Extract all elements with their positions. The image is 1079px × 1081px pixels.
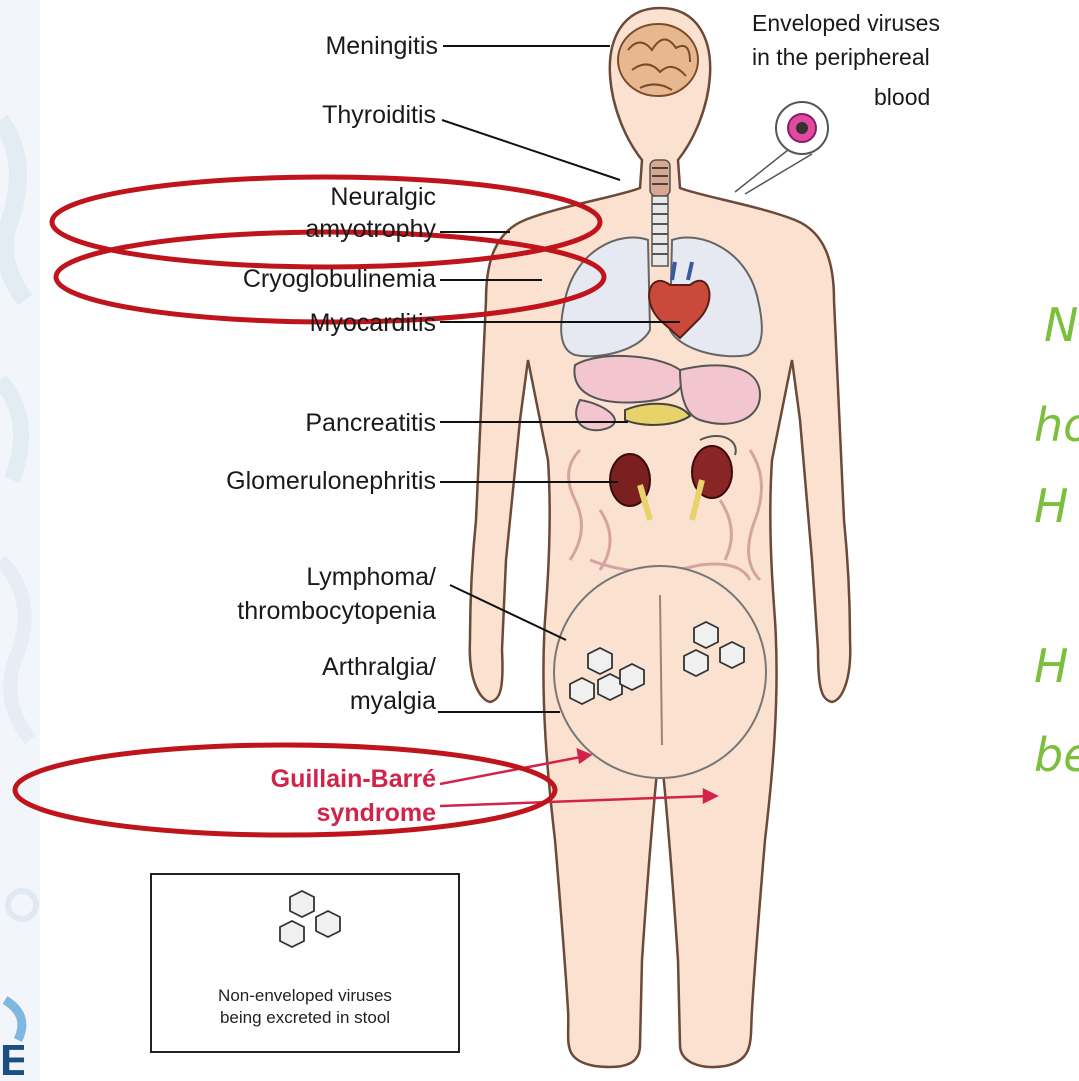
legs-virus-inset bbox=[554, 566, 766, 778]
logo-letter: E bbox=[0, 1040, 24, 1081]
legend-line1: Non-enveloped viruses bbox=[152, 985, 458, 1007]
label-glomerulonephritis: Glomerulonephritis bbox=[226, 466, 436, 496]
label-myocarditis: Myocarditis bbox=[310, 308, 436, 338]
side-text-5: be bbox=[1034, 727, 1079, 783]
label-pancreatitis: Pancreatitis bbox=[305, 408, 436, 438]
side-text-2: ho bbox=[1034, 397, 1079, 453]
label-thyroiditis: Thyroiditis bbox=[322, 100, 436, 130]
label-syndrome: syndrome bbox=[317, 798, 436, 828]
thyroid-organ bbox=[650, 160, 670, 266]
label-guillain-barre: Guillain-Barré bbox=[271, 764, 436, 794]
side-text-3: H bbox=[1034, 478, 1069, 534]
label-cryoglobulinemia: Cryoglobulinemia bbox=[243, 264, 436, 294]
label-neuralgic: Neuralgic bbox=[330, 182, 436, 212]
label-meningitis: Meningitis bbox=[325, 31, 438, 61]
brain-organ bbox=[618, 24, 698, 96]
legend-caption: Non-enveloped viruses being excreted in … bbox=[152, 985, 458, 1029]
side-text-1: N bbox=[1044, 297, 1078, 353]
side-text-4: H bbox=[1034, 638, 1069, 694]
enveloped-label-line1: Enveloped viruses bbox=[752, 10, 940, 36]
legend-line2: being excreted in stool bbox=[152, 1007, 458, 1029]
label-myalgia: myalgia bbox=[350, 686, 436, 716]
enveloped-label-line2: in the periphereal bbox=[752, 44, 930, 70]
enveloped-label-line3: blood bbox=[874, 84, 930, 110]
legend-box: Non-enveloped viruses being excreted in … bbox=[150, 873, 460, 1053]
label-amyotrophy: amyotrophy bbox=[305, 214, 436, 244]
label-arthralgia: Arthralgia/ bbox=[322, 652, 436, 682]
label-thrombocytopenia: thrombocytopenia bbox=[237, 596, 436, 626]
label-lymphoma: Lymphoma/ bbox=[306, 562, 436, 592]
enveloped-virus-callout bbox=[735, 102, 828, 194]
